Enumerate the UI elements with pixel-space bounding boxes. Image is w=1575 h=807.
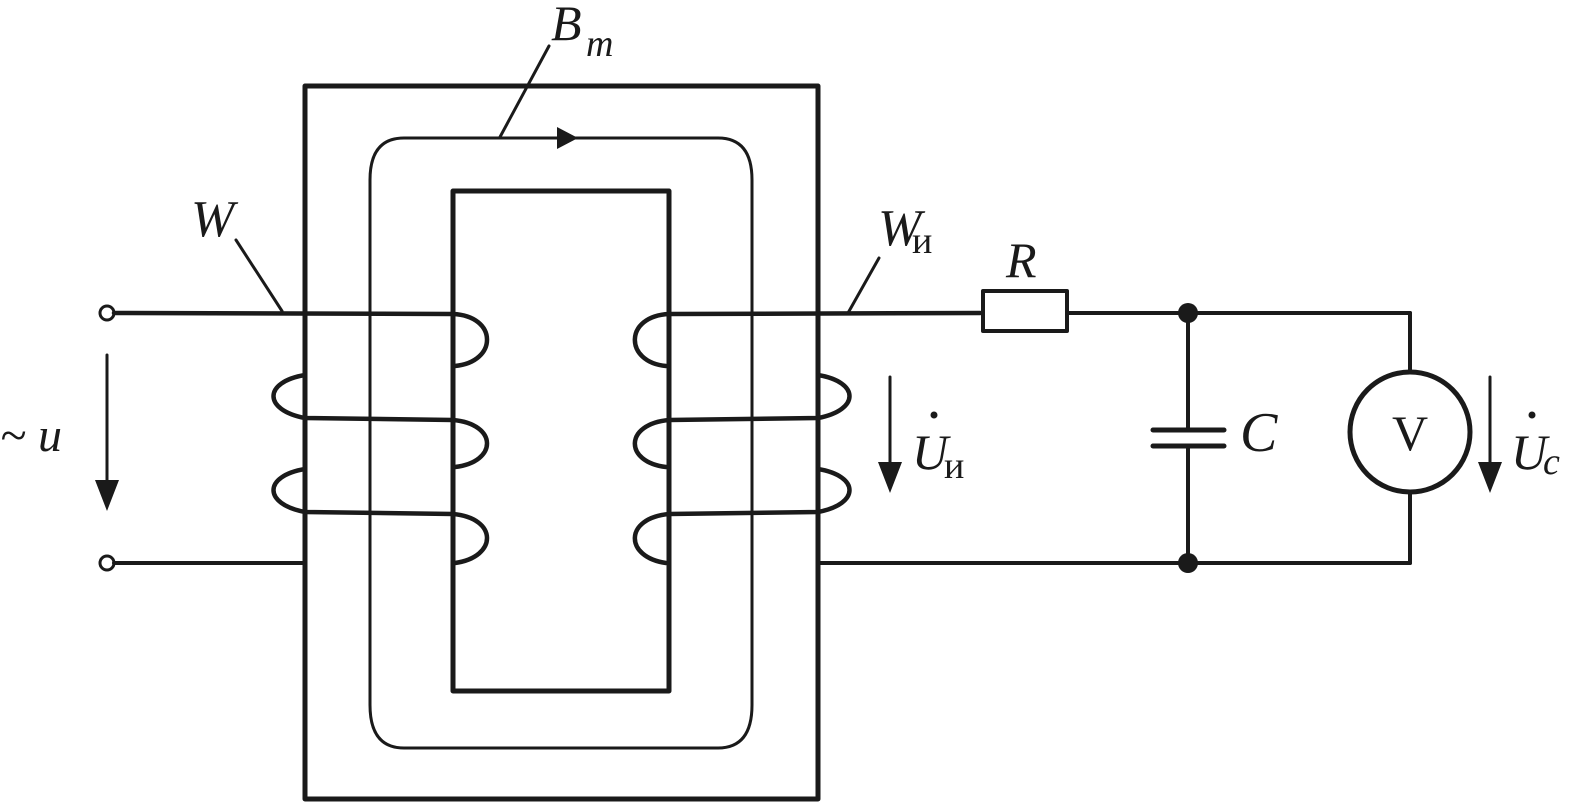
u-cap-label-sub: c	[1543, 441, 1560, 483]
wi-leader	[846, 256, 881, 315]
w-leader	[234, 238, 284, 313]
core-window	[450, 188, 672, 694]
source-label: ~ u	[0, 409, 62, 462]
u-meas-label: U	[912, 424, 951, 480]
flux-path	[368, 136, 754, 750]
u-cap-arrow	[1478, 375, 1502, 493]
resistor	[981, 289, 1069, 333]
flux-arrow	[557, 127, 578, 149]
primary-winding	[111, 310, 490, 566]
voltmeter-circle	[1347, 369, 1473, 495]
flux-leader	[498, 44, 551, 139]
voltmeter-label: V	[1392, 405, 1428, 461]
flux-label-sub: m	[586, 23, 613, 65]
u-meas-dot	[930, 411, 938, 419]
flux-label: B	[551, 0, 582, 51]
u-cap-label: U	[1511, 424, 1550, 480]
u-meas-arrow	[878, 375, 902, 493]
measuring-winding-label-sub: и	[912, 220, 932, 262]
u-meas-label-sub: и	[944, 445, 964, 487]
primary-winding-label: W	[191, 191, 239, 248]
u-cap-dot	[1528, 411, 1536, 419]
measuring-winding-label: W	[878, 200, 926, 257]
junction-top	[1178, 303, 1198, 323]
capacitor-label: C	[1240, 402, 1278, 464]
junction-bottom	[1178, 553, 1198, 573]
terminal-bottom	[98, 554, 116, 572]
resistor-label: R	[1005, 232, 1037, 288]
measuring-winding	[632, 310, 983, 566]
core-outer	[302, 83, 821, 802]
source-voltage-arrow	[95, 353, 119, 511]
